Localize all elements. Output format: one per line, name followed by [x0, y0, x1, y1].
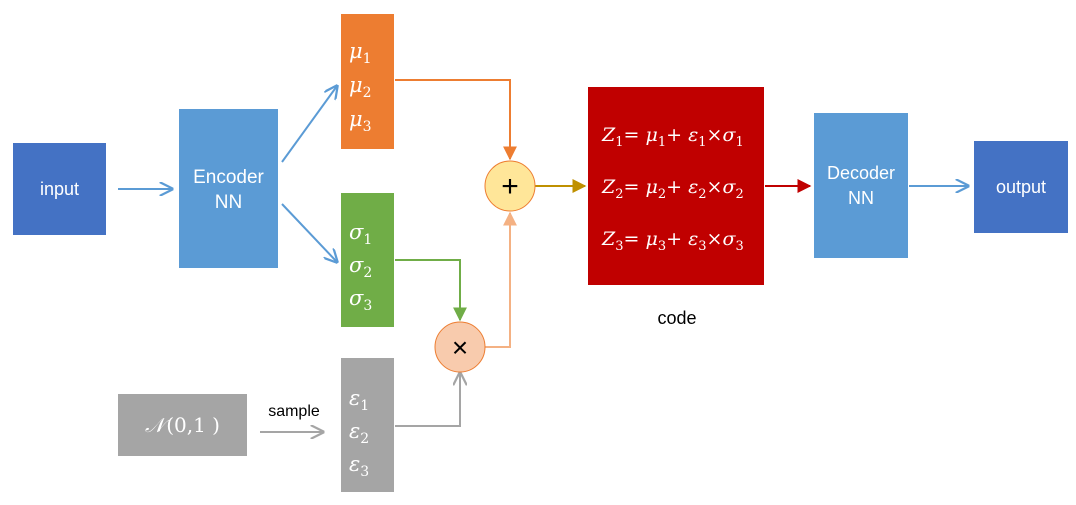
sigma-node: σ1 σ2 σ3: [341, 193, 394, 327]
mu-sub-2: 2: [363, 85, 372, 101]
mu-symbol: μ: [349, 73, 363, 97]
epsilon-1: ε1: [349, 386, 369, 414]
normal-node: 𝒩(0,1 ): [118, 394, 247, 456]
code-row-1: Z1= μ1+ ε1×σ1: [601, 124, 744, 150]
sigma-symbol: σ: [349, 253, 364, 277]
code-caption: code: [657, 308, 696, 328]
mu-node: μ1 μ2 μ3: [341, 14, 394, 149]
times-icon: ×: [452, 332, 468, 363]
normal-args: (0,1 ): [166, 413, 220, 437]
sigma-2: σ2: [349, 253, 372, 281]
times-node: ×: [434, 321, 486, 373]
input-node: input: [13, 143, 106, 235]
encoder-label-line2: NN: [215, 192, 242, 213]
edge-encoder-to-mu: [281, 86, 337, 163]
epsilon-node: ε1 ε2 ε3: [341, 358, 394, 492]
encoder-node: Encoder NN: [179, 109, 278, 268]
edge-times-to-plus: [485, 211, 517, 348]
edge-sigma-to-times: [395, 259, 467, 322]
encoder-label-line1: Encoder: [193, 167, 264, 188]
epsilon-2: ε2: [349, 419, 369, 447]
epsilon-symbol: ε: [349, 419, 360, 443]
output-label: output: [996, 177, 1046, 197]
sample-label: sample: [268, 403, 320, 420]
code-row-3: Z3= μ3+ ε3×σ3: [601, 228, 744, 254]
epsilon-symbol: ε: [349, 452, 360, 476]
edge-epsilon-to-times: [395, 373, 460, 427]
edges: sample: [118, 79, 968, 432]
sigma-sub-1: 1: [363, 232, 372, 248]
sigma-symbol: σ: [349, 286, 364, 310]
mu-sub-3: 3: [363, 119, 372, 135]
output-node: output: [974, 141, 1068, 233]
mu-3: μ3: [349, 107, 372, 135]
sigma-1: σ1: [349, 220, 372, 248]
sigma-sub-2: 2: [363, 265, 372, 281]
code-row-2: Z2= μ2+ ε2×σ2: [601, 176, 744, 202]
decoder-node: Decoder NN: [814, 113, 908, 258]
epsilon-sub-3: 3: [360, 464, 369, 480]
decoder-label-line1: Decoder: [827, 163, 895, 183]
edge-mu-to-plus: [395, 79, 517, 161]
sigma-3: σ3: [349, 286, 372, 314]
mu-2: μ2: [349, 73, 372, 101]
epsilon-3: ε3: [349, 452, 369, 480]
mu-symbol: μ: [349, 107, 363, 131]
sigma-symbol: σ: [349, 220, 364, 244]
epsilon-sub-2: 2: [360, 431, 369, 447]
mu-sub-1: 1: [363, 51, 372, 67]
input-label: input: [40, 179, 79, 199]
plus-icon: +: [501, 170, 519, 203]
epsilon-symbol: ε: [349, 386, 360, 410]
epsilon-sub-1: 1: [360, 398, 369, 414]
mu-symbol: μ: [349, 39, 363, 63]
code-node: Z1= μ1+ ε1×σ1 Z2= μ2+ ε2×σ2 Z3= μ3+ ε3×σ…: [588, 87, 764, 328]
mu-1: μ1: [349, 39, 372, 67]
normal-label: 𝒩(0,1 ): [145, 413, 220, 437]
plus-node: +: [484, 160, 536, 212]
edge-encoder-to-sigma: [281, 203, 337, 262]
sigma-sub-3: 3: [363, 298, 372, 314]
decoder-label-line2: NN: [848, 188, 874, 208]
